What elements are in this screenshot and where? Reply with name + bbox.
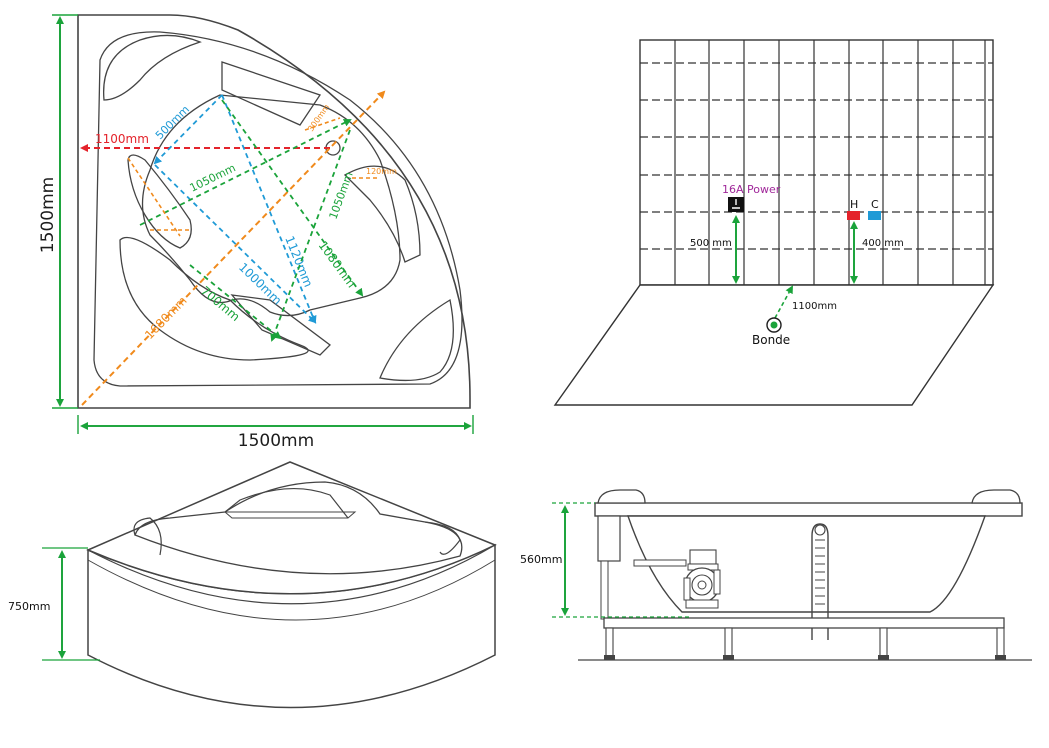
cold-water-icon [868, 211, 881, 220]
tub-frame [603, 617, 1005, 629]
tub-step [230, 294, 331, 356]
tub-side-rim [594, 502, 1023, 517]
hot-water-icon [847, 211, 860, 220]
dim-120-label: 120mm [366, 167, 397, 176]
dim-500-line [153, 94, 223, 165]
drain-label: Bonde [752, 333, 790, 347]
tub-pillow-block [221, 61, 322, 126]
power-label: 16A Power [722, 183, 781, 196]
tub-front-top [86, 461, 497, 595]
headrest-right [971, 489, 1021, 504]
front-view: 750mm [8, 461, 497, 709]
dim-300-line [304, 117, 341, 131]
side-view: 560mm [520, 489, 1032, 661]
tub-outer-outline [77, 14, 471, 409]
side-height-label: 560mm [520, 553, 562, 566]
tub-armrest [343, 165, 421, 263]
dim-700-line [189, 264, 282, 340]
wall-view: 16A Power H C 500 mm 400 mm 1100mm Bonde [553, 39, 995, 406]
overflow-pipe-icon [811, 523, 829, 640]
tub-basin [141, 94, 401, 317]
dim-drain-distance-label: 1100mm [792, 301, 837, 312]
cold-label: C [871, 198, 879, 211]
tub-seat [127, 154, 192, 249]
top-view-height-label: 1500mm [38, 177, 58, 253]
dim-1680-line [81, 90, 386, 406]
floor-plane [553, 284, 995, 406]
dim-1100-label: 1100mm [95, 132, 149, 146]
dim-1050b-line [270, 129, 351, 342]
headrest-left [597, 489, 646, 504]
tub-inner-rim [93, 31, 463, 387]
front-height-label: 750mm [8, 600, 50, 613]
headrest-top-left [102, 34, 202, 101]
tub-lounge [119, 236, 309, 361]
dim-1120-line [221, 94, 317, 324]
dim-power-height-label: 500 mm [690, 238, 732, 249]
dim-1000-line [154, 164, 317, 324]
dim-valve-height-label: 400 mm [862, 238, 904, 249]
dim-1050a-line [139, 119, 352, 226]
dim-1080-line [221, 99, 364, 297]
headrest-bottom-right [379, 298, 454, 382]
top-view-width-label: 1500mm [238, 431, 314, 451]
pump-motor-icon [633, 549, 721, 609]
hot-label: H [850, 198, 858, 211]
top-view: 1500mm 1500mm 1100mm 1680mm 500mm 1120mm… [38, 14, 474, 451]
tile-wall [639, 39, 994, 286]
